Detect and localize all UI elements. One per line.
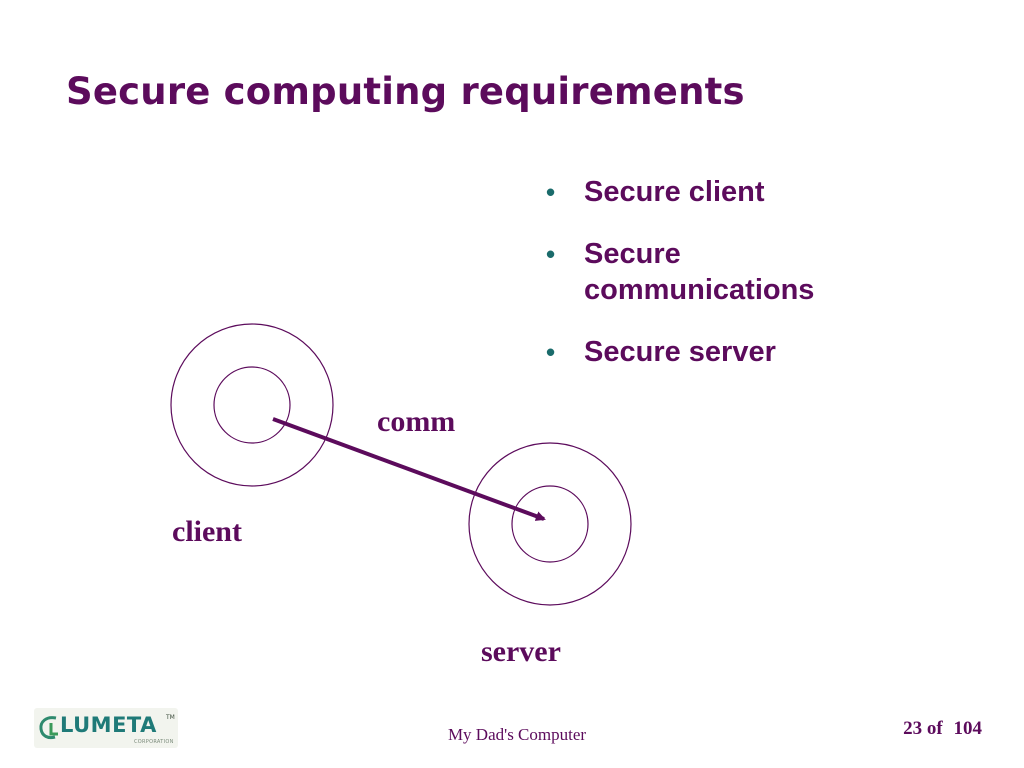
- client-outer-ring: [170, 323, 334, 487]
- bullet-text: Secure client: [584, 176, 765, 208]
- page-of: of: [926, 718, 943, 739]
- bullet-item-secure-client: • Secure client: [546, 174, 876, 210]
- bullet-marker: •: [546, 239, 556, 269]
- page-current: 23: [903, 718, 923, 739]
- footer-title-text: My Dad's Computer: [447, 725, 587, 744]
- logo-wordmark: LUMETA: [60, 713, 157, 737]
- client-inner-ring: [213, 366, 291, 444]
- bullet-text: Secure communications: [584, 238, 815, 306]
- server-outer-ring: [468, 442, 632, 606]
- server-inner-ring: [511, 485, 589, 563]
- bullet-marker: •: [546, 177, 556, 207]
- server-label: server: [481, 635, 561, 668]
- logo-subtitle: CORPORATION: [134, 739, 174, 745]
- client-label: client: [172, 515, 242, 548]
- comm-arrow: [272, 417, 546, 521]
- bullet-list: • Secure client • Secure communications …: [546, 174, 876, 396]
- page-total: 104: [953, 718, 983, 739]
- bullet-item-secure-communications: • Secure communications: [546, 236, 876, 308]
- footer-title: My Dad's Computer: [0, 725, 1024, 745]
- bullet-text: Secure server: [584, 336, 776, 368]
- lumeta-logo: LUMETA TM CORPORATION: [34, 708, 178, 748]
- comm-label: comm: [377, 405, 455, 438]
- lumeta-mark-icon: [39, 716, 58, 740]
- slide-title: Secure computing requirements: [66, 70, 745, 113]
- bullet-marker: •: [546, 337, 556, 367]
- logo-tm: TM: [166, 714, 175, 721]
- page-number: 23 of 104: [903, 718, 982, 740]
- bullet-item-secure-server: • Secure server: [546, 334, 876, 370]
